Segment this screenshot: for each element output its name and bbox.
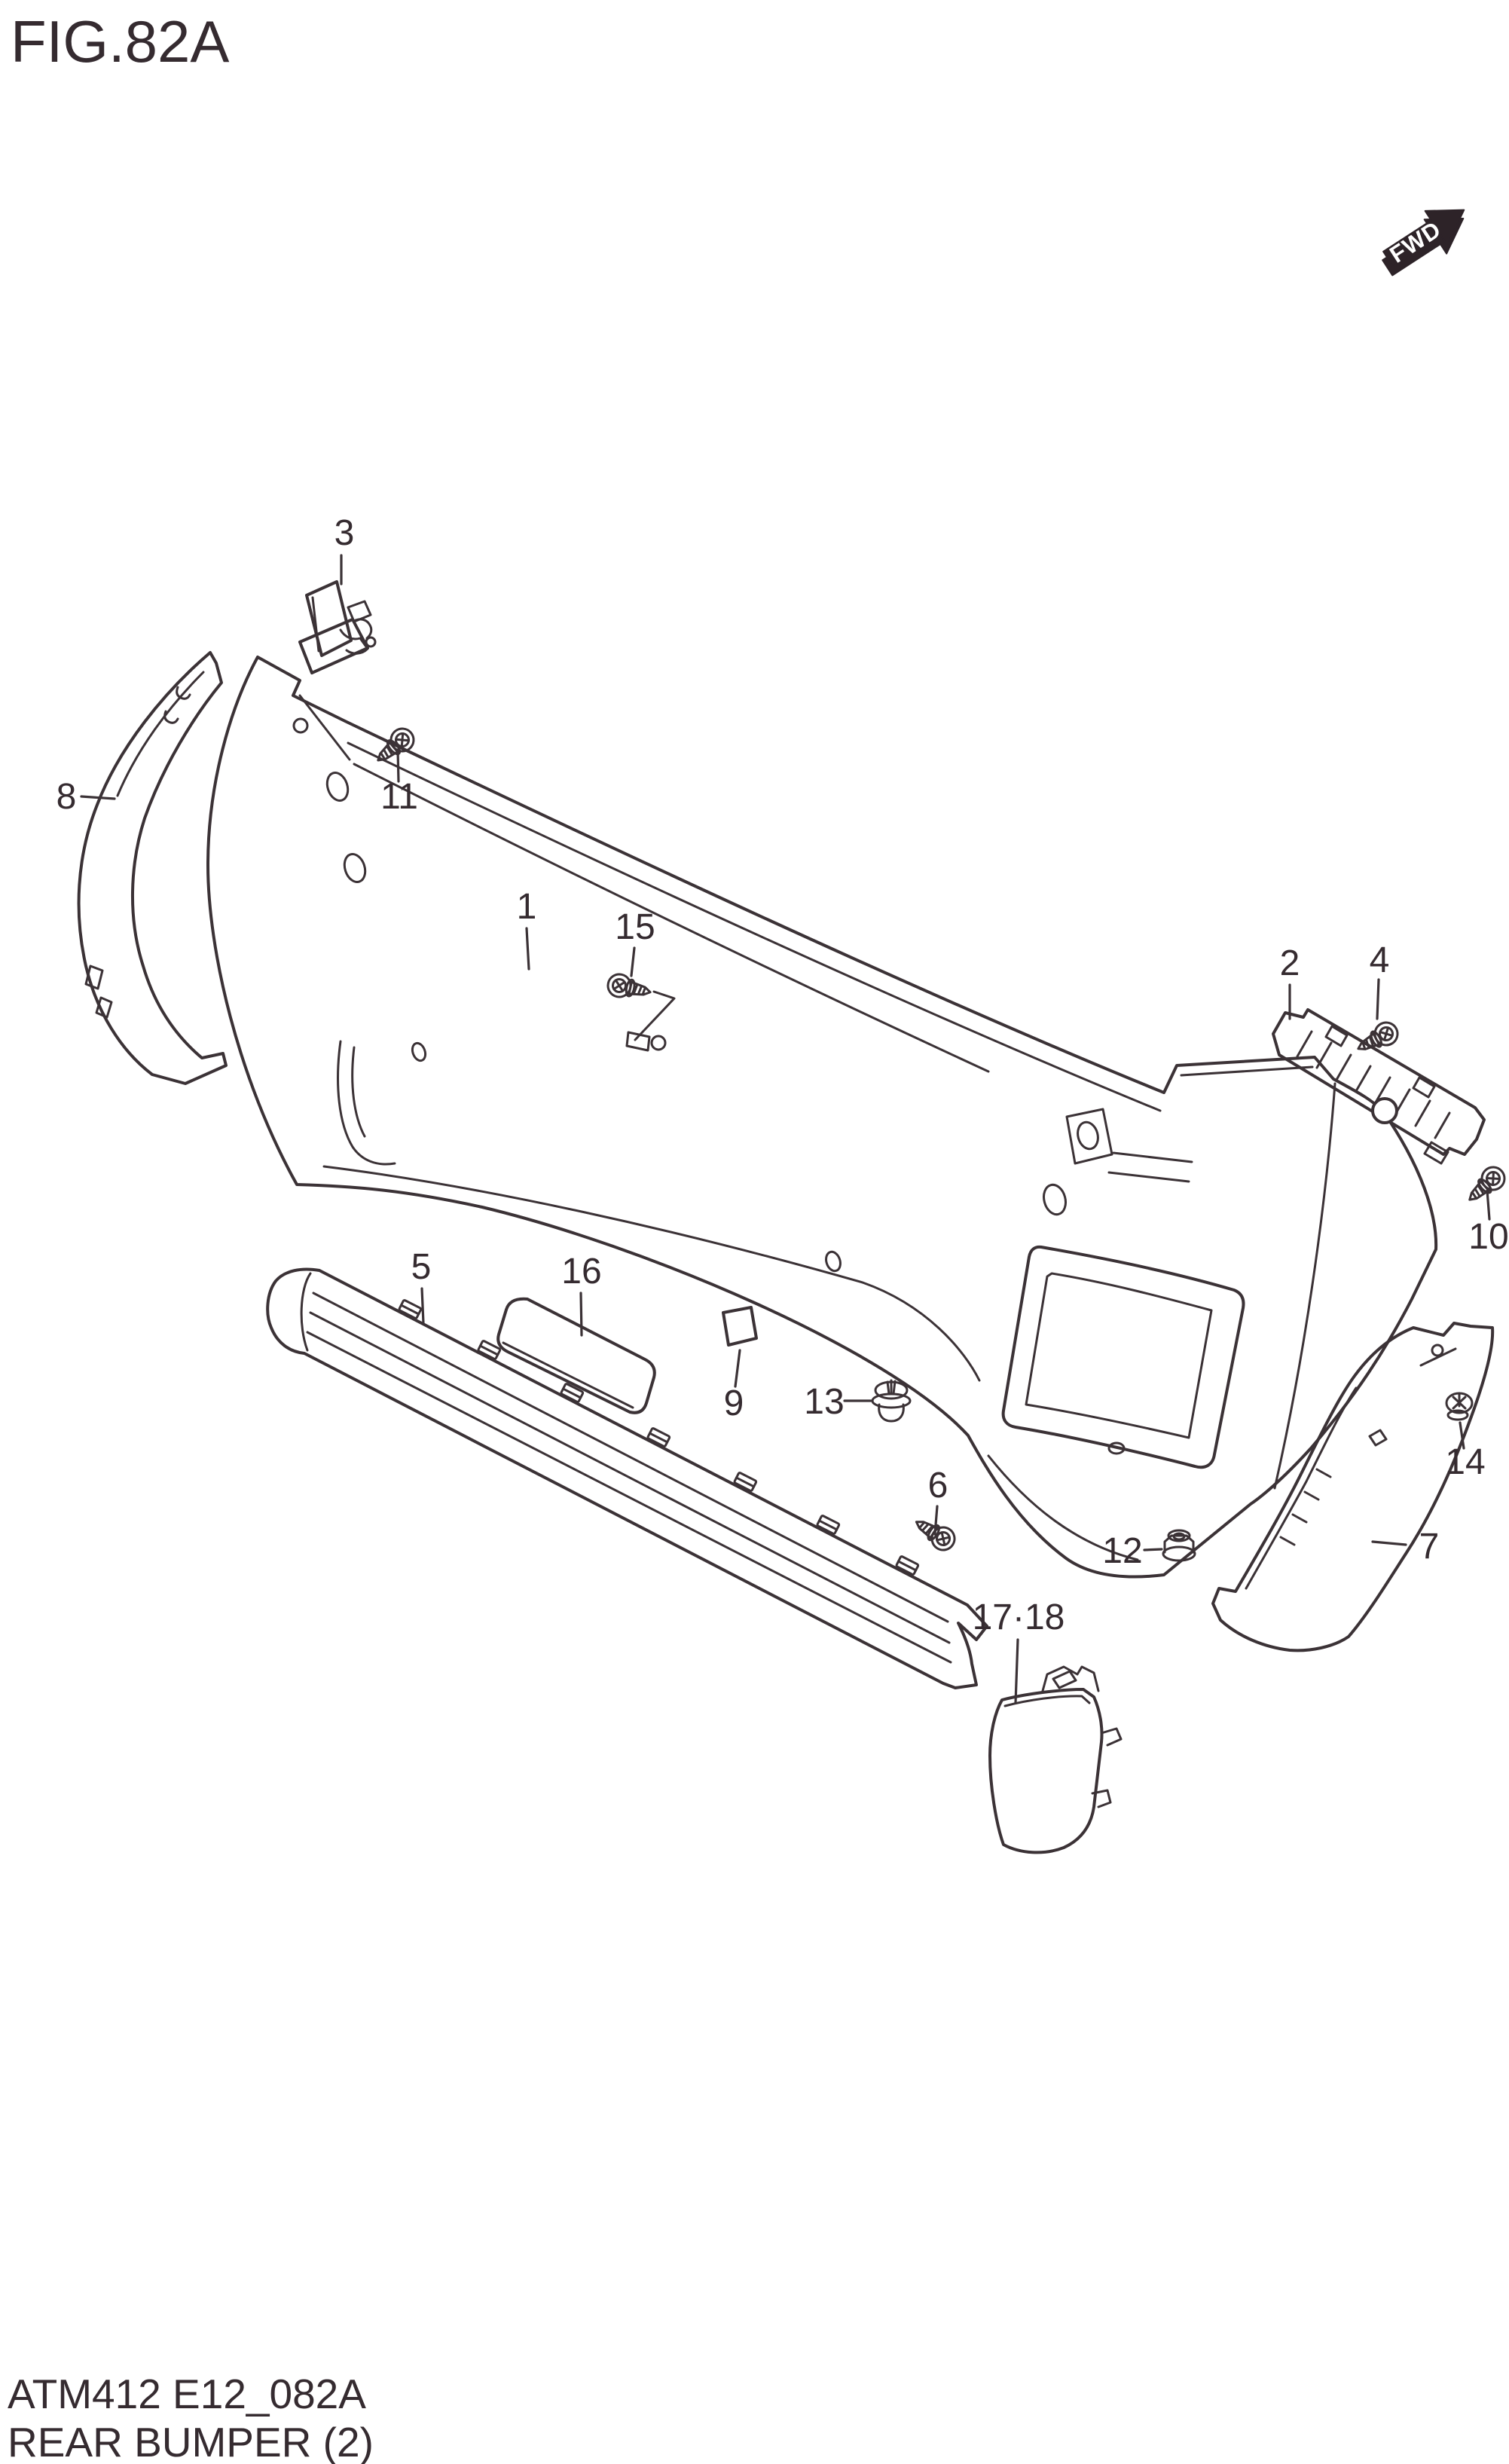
square-pad-part-9 (722, 1306, 758, 1347)
screw-part-10 (1461, 1161, 1509, 1209)
garnish-clips (398, 1299, 920, 1576)
callout-11: 11 (380, 777, 418, 817)
callout-13: 13 (804, 1382, 844, 1422)
screw-part-4 (1352, 1017, 1403, 1060)
callout-17-18: 17·18 (973, 1597, 1065, 1637)
footer-figure-code: ATM412 E12_082A (8, 2371, 366, 2417)
pad-part-16 (496, 1297, 656, 1414)
screw-part-15 (604, 971, 654, 1004)
fog-lamp-cover-part-17-18 (988, 1665, 1123, 1854)
callout-labels: 3 8 11 1 15 2 4 10 5 16 9 13 6 12 17·18 … (57, 513, 1509, 1637)
callout-8: 8 (57, 777, 77, 817)
callout-10: 10 (1468, 1217, 1508, 1257)
callout-14: 14 (1445, 1442, 1485, 1482)
footer-figure-name: REAR BUMPER (2) (8, 2419, 374, 2464)
callout-6: 6 (928, 1466, 948, 1506)
flange-nut-part-12 (1162, 1529, 1196, 1562)
bracket-part-3 (298, 580, 377, 674)
callout-5: 5 (411, 1247, 432, 1287)
figure-title: FIG.82A (11, 8, 229, 75)
callout-4: 4 (1370, 940, 1390, 980)
callout-12: 12 (1102, 1531, 1142, 1571)
callout-3: 3 (334, 513, 355, 553)
rear-bumper-face-part-1 (206, 656, 1438, 1579)
callout-1: 1 (517, 887, 537, 927)
callout-15: 15 (615, 907, 655, 947)
fwd-arrow-icon: FWD (1382, 209, 1465, 277)
push-clip-part-14 (1445, 1392, 1474, 1421)
side-extension-part-7 (1211, 1322, 1495, 1652)
side-bracket-part-2 (1272, 1008, 1486, 1165)
lower-garnish-part-5 (266, 1267, 988, 1689)
callout-7: 7 (1419, 1527, 1440, 1567)
callout-16: 16 (561, 1252, 601, 1292)
callout-9: 9 (724, 1383, 744, 1423)
leader-lines (80, 554, 1491, 1704)
screw-part-11 (369, 723, 420, 770)
side-spacer-part-8 (77, 651, 228, 1085)
push-clip-part-13 (871, 1379, 912, 1423)
callout-2: 2 (1280, 943, 1300, 983)
